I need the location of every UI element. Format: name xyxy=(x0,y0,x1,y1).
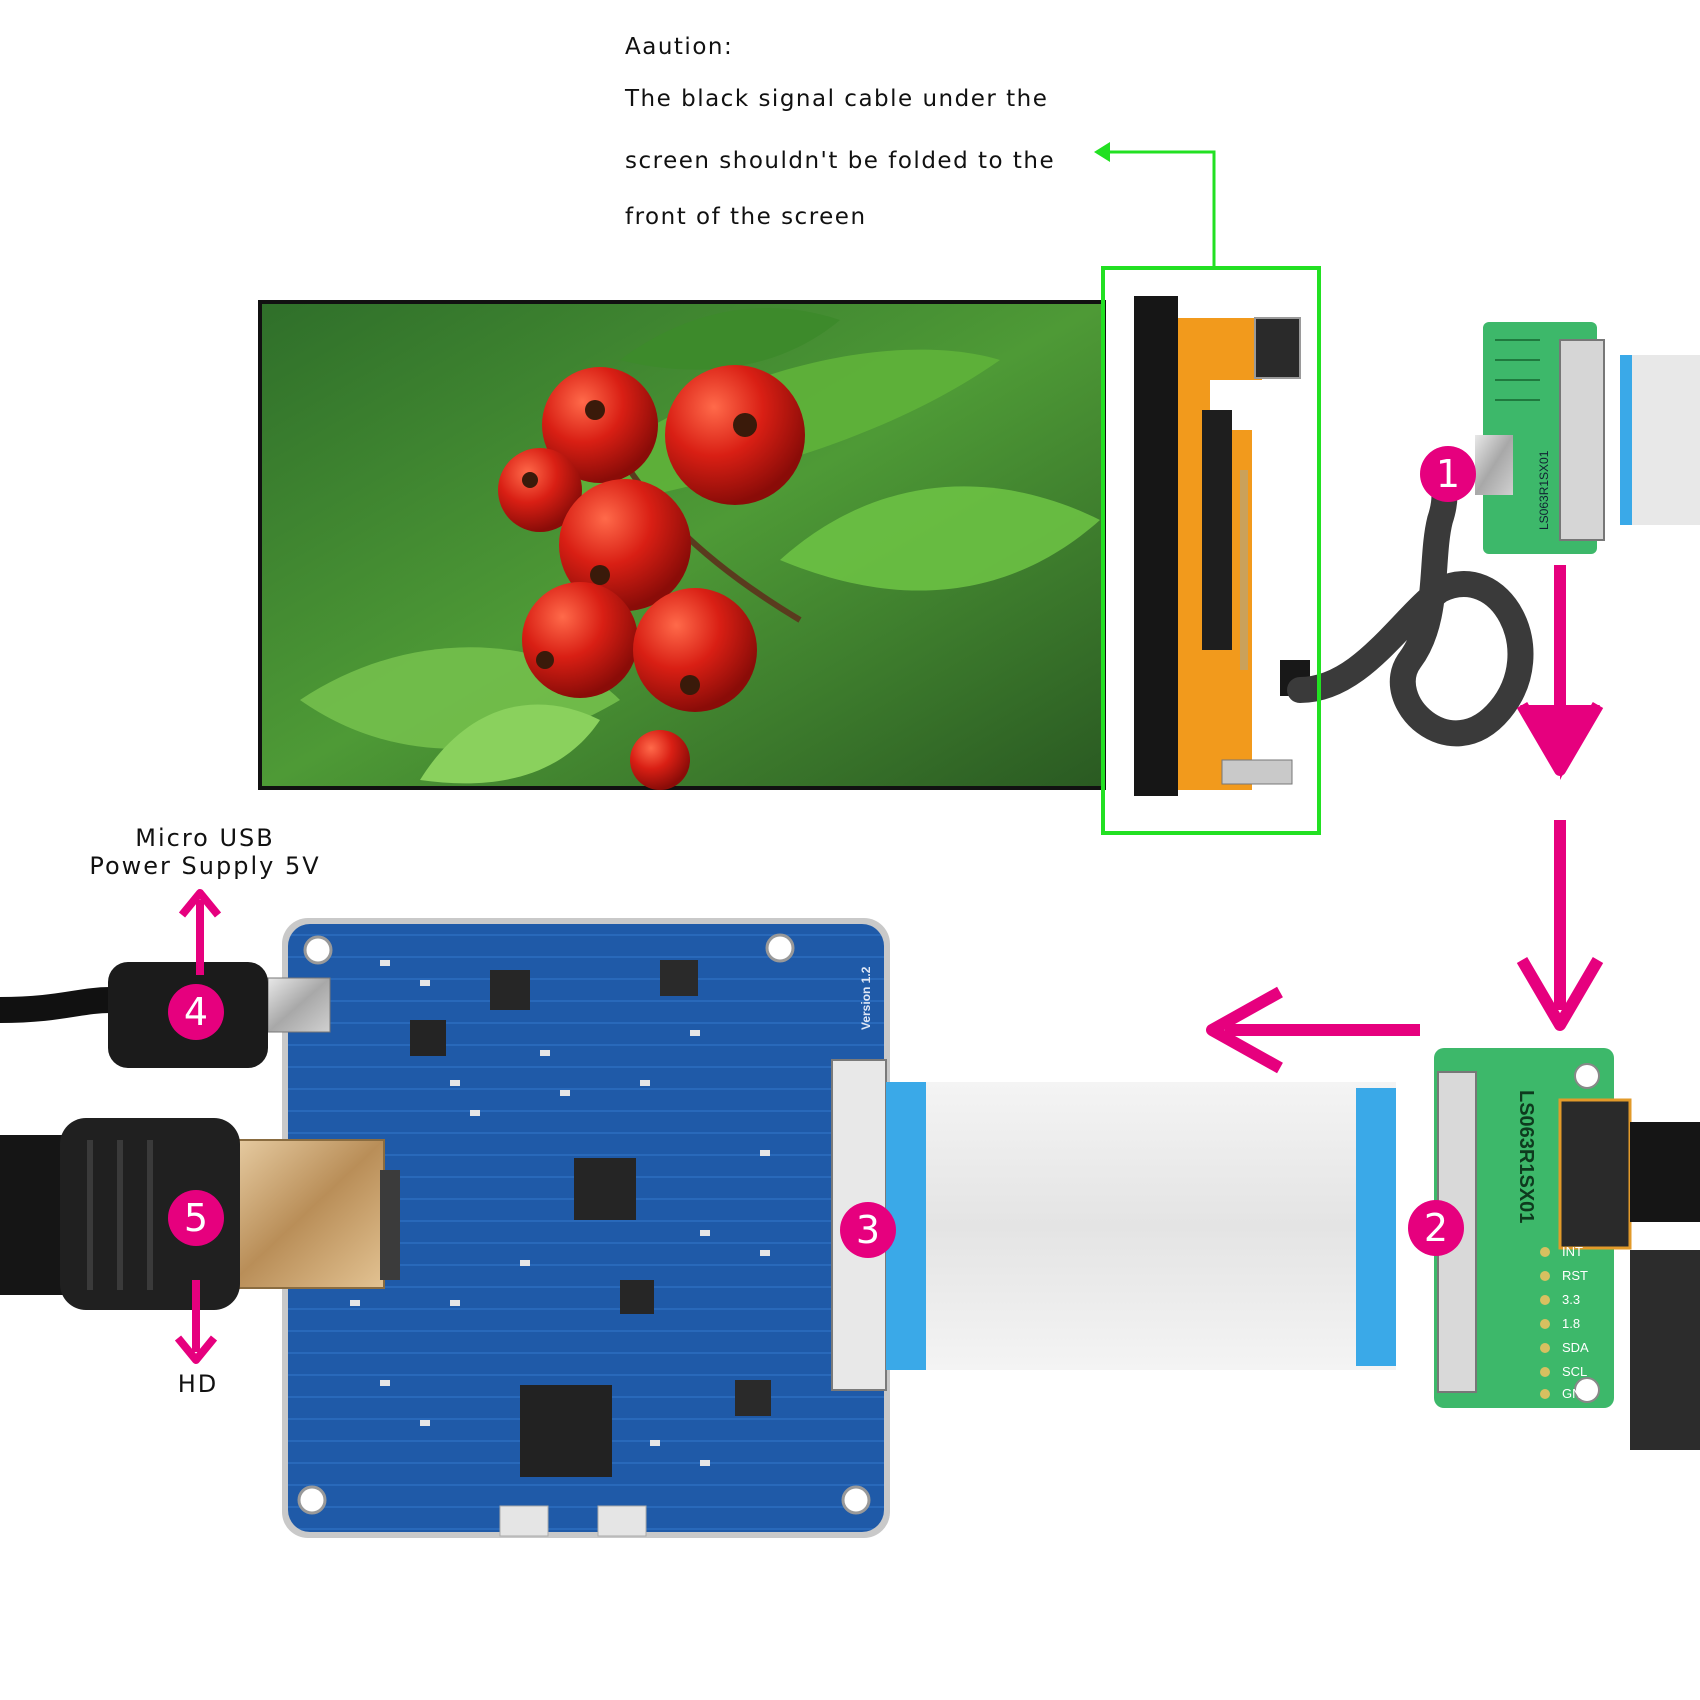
top-adapter-model: LS063R1SX01 xyxy=(1537,450,1551,530)
pin-label-1v8: 1.8 xyxy=(1562,1316,1580,1331)
adapter-model-text: LS063R1SX01 xyxy=(1515,1090,1537,1223)
flow-arrows xyxy=(174,565,1604,1364)
lcd-screen xyxy=(258,296,1178,796)
pin-label-int: INT xyxy=(1562,1244,1583,1259)
caution-highlight xyxy=(1094,142,1321,835)
step-badge-2: 2 xyxy=(1408,1200,1464,1256)
ribbon-cable xyxy=(886,1082,1396,1370)
caution-line-3: front of the screen xyxy=(625,204,867,230)
main-pcb-board: Version 1.2 xyxy=(225,918,890,1538)
caution-heading: Aaution: xyxy=(625,34,734,60)
caution-arrow-head xyxy=(1094,142,1110,162)
main-chip xyxy=(520,1385,612,1477)
step-badge-5: 5 xyxy=(168,1190,224,1246)
hdmi-port xyxy=(225,1139,385,1289)
caution-line-2: screen shouldn't be folded to the xyxy=(625,148,1056,174)
micro-usb-cable xyxy=(0,962,268,1068)
bottom-adapter-board: LS063R1SX01 INT RST 3.3 1.8 SDA SCL GND xyxy=(1434,1048,1700,1450)
step-badge-4: 4 xyxy=(168,984,224,1040)
flex-cable xyxy=(1178,317,1534,790)
pin-label-scl: SCL xyxy=(1562,1364,1587,1379)
top-adapter-board: LS063R1SX01 xyxy=(1475,322,1700,554)
hdmi-cable xyxy=(0,1118,240,1310)
pin-label-sda: SDA xyxy=(1562,1340,1589,1355)
pin-label-gnd: GND xyxy=(1562,1386,1591,1401)
step-badge-1: 1 xyxy=(1420,446,1476,502)
pin-label-3v3: 3.3 xyxy=(1562,1292,1580,1307)
caution-line-1: The black signal cable under the xyxy=(625,86,1049,112)
hd-label: HD xyxy=(177,1370,219,1398)
micro-usb-port xyxy=(267,977,331,1033)
power-supply-label: Power Supply 5V xyxy=(89,852,321,880)
pcb-version-text: Version 1.2 xyxy=(859,966,873,1030)
micro-usb-label: Micro USB xyxy=(135,824,275,852)
berry xyxy=(542,367,658,483)
step-badge-3: 3 xyxy=(840,1202,896,1258)
pin-label-rst: RST xyxy=(1562,1268,1588,1283)
